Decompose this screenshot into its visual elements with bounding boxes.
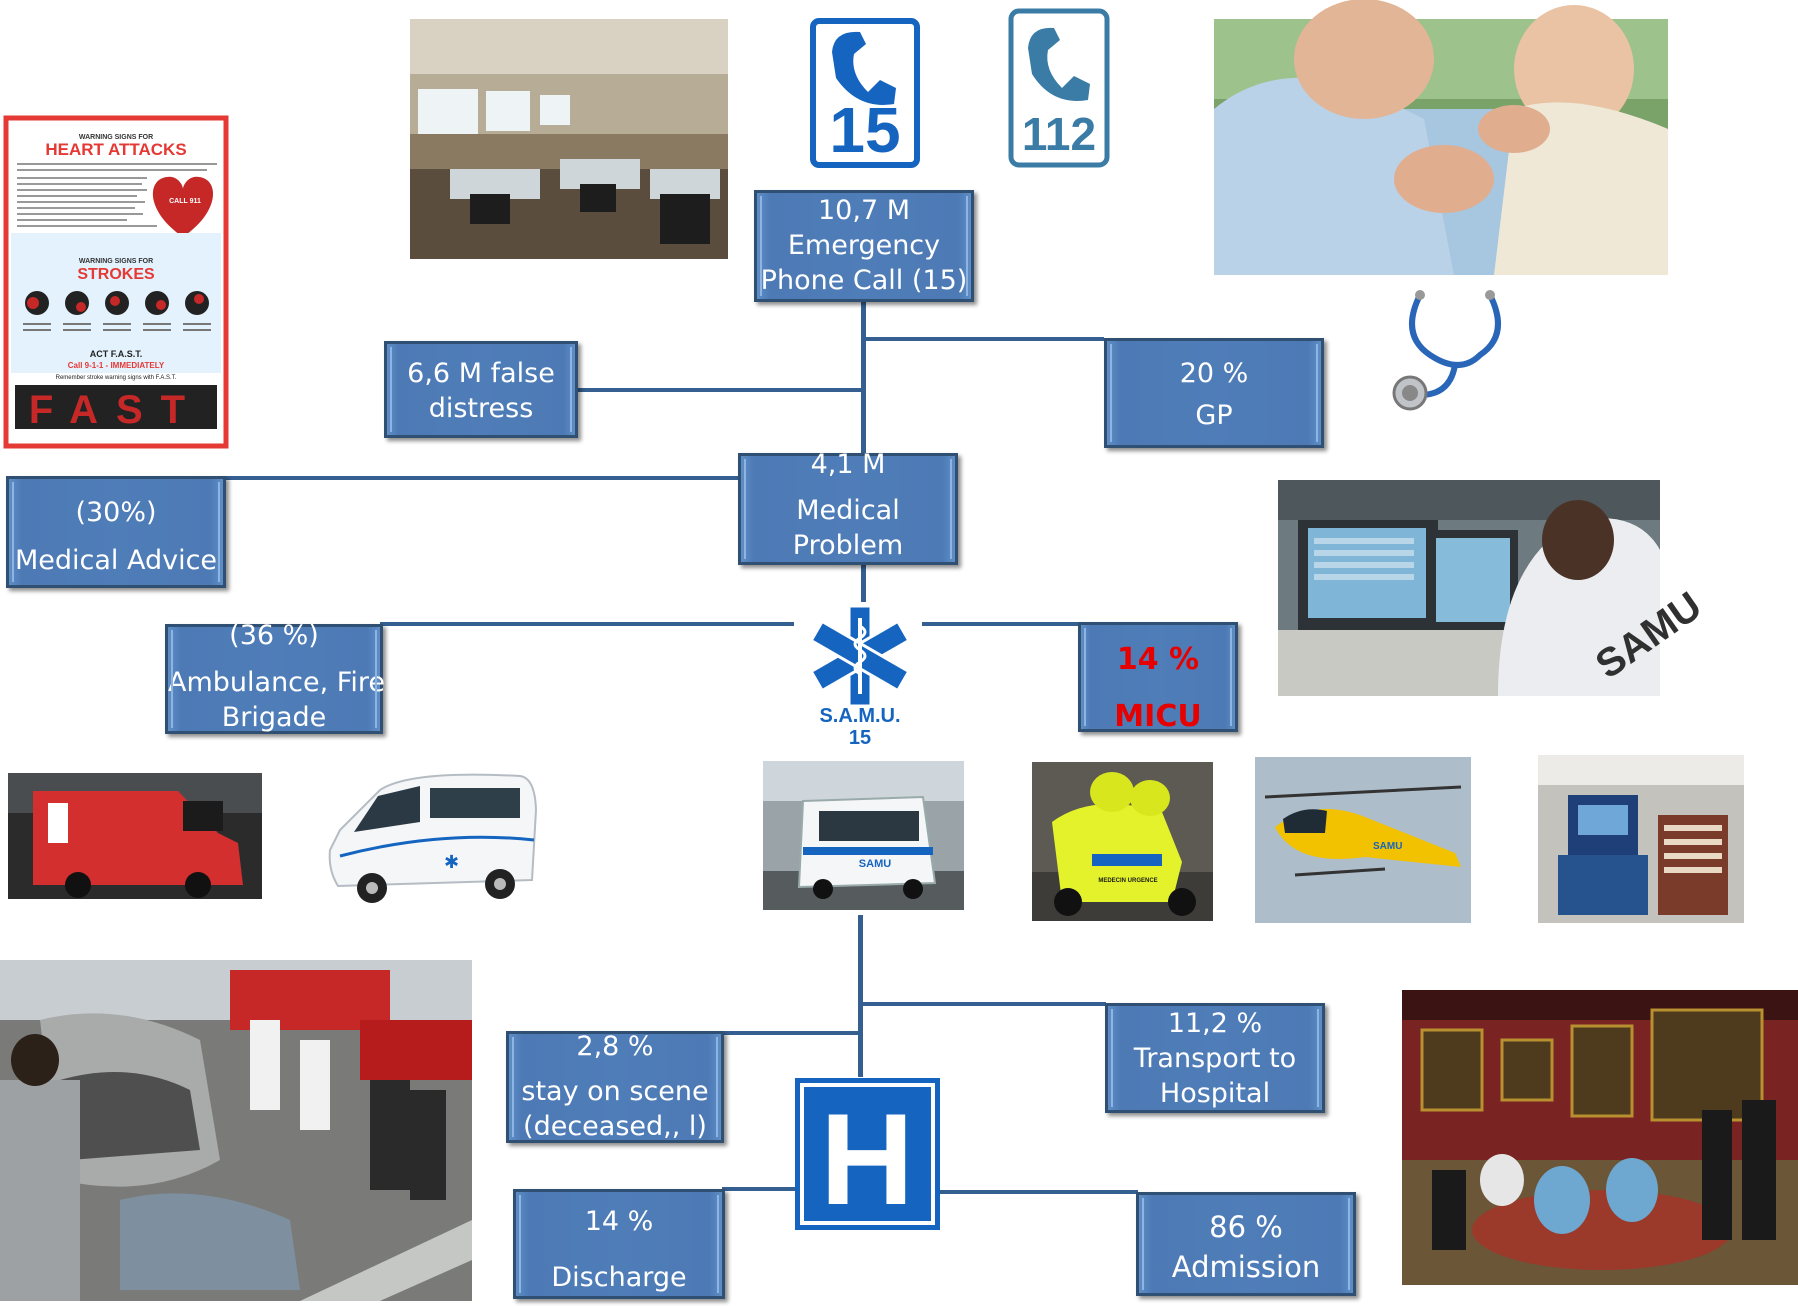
heli-text: SAMU — [1373, 841, 1402, 852]
poster-kicker-heart: WARNING SIGNS FOR — [79, 134, 153, 141]
poster-remember: Remember stroke warning signs with F.A.S… — [56, 375, 177, 381]
medical-advice-box: (30%) Medical Advice — [6, 476, 226, 588]
connector-micu — [922, 622, 1080, 626]
phone-15-digits: 15 — [829, 94, 900, 166]
false-distress-count: 6,6 M false — [407, 358, 555, 389]
phone-112-digits: 112 — [1022, 108, 1096, 160]
connector-trunk-bottom — [858, 915, 863, 1077]
gp-percent: 20 % — [1179, 358, 1249, 389]
medical-motorbike-photo: MEDECIN URGENCE — [1032, 762, 1213, 921]
ambulance-fire-label: Ambulance, Fire — [168, 667, 385, 698]
fire-brigade-truck-photo — [8, 773, 262, 899]
elderly-chest-pain-photo — [1214, 0, 1668, 275]
connector-gp — [864, 337, 1104, 341]
poster-act: ACT F.A.S.T. — [90, 349, 143, 359]
samu-van-photo: SAMU — [763, 761, 964, 910]
phone-112-logo: 112 — [1008, 8, 1110, 168]
medical-problem-label: Medical — [796, 495, 900, 526]
stay-on-scene-box: 2,8 % stay on scene (deceased,, l) — [506, 1031, 724, 1143]
admission-percent: 86 % — [1209, 1210, 1283, 1244]
admission-box: 86 % Admission — [1136, 1192, 1356, 1296]
poster-kicker-stroke: WARNING SIGNS FOR — [79, 258, 153, 265]
emergency-call-label: Emergency — [787, 230, 941, 261]
poster-title-stroke: STROKES — [77, 266, 155, 283]
stay-on-scene-label: stay on scene — [521, 1076, 709, 1107]
samu-dispatcher-photo: SAMU — [1278, 480, 1710, 696]
connector-trunk-top — [861, 261, 866, 456]
false-distress-box: 6,6 M false distress — [384, 341, 578, 438]
ambulance-fire-sublabel: Brigade — [221, 702, 327, 733]
phone-15-logo: 15 — [810, 18, 920, 168]
ambulance-star-icon: ✱ — [444, 852, 459, 873]
connector-admission — [938, 1190, 1138, 1194]
samu-van-text: SAMU — [859, 858, 891, 870]
micu-box: 14 % MICU — [1078, 622, 1238, 734]
medical-problem-count: 4,1 M — [810, 449, 886, 480]
transport-label: Transport to — [1133, 1043, 1297, 1074]
connector-discharge — [722, 1187, 797, 1191]
connector-stay-on-scene — [722, 1031, 862, 1035]
ambulance-fire-percent: (36 %) — [229, 620, 319, 651]
emergency-call-box: 10,7 M Emergency Phone Call (15) — [754, 190, 974, 302]
white-ambulance-photo: ✱ — [320, 760, 542, 910]
ambulance-fire-box: (36 %) Ambulance, Fire Brigade — [165, 620, 385, 734]
admission-label: Admission — [1171, 1250, 1321, 1284]
micu-percent: 14 % — [1116, 642, 1200, 677]
poster-fast: FAST — [29, 388, 203, 432]
museum-resuscitation-photo — [1402, 990, 1798, 1285]
moto-text: MEDECIN URGENCE — [1098, 878, 1157, 884]
discharge-box: 14 % Discharge — [513, 1189, 725, 1299]
medical-problem-box: 4,1 M Medical Problem — [738, 449, 958, 565]
micu-label: MICU — [1114, 699, 1202, 734]
poster-call: Call 9-1-1 - IMMEDIATELY — [68, 361, 165, 370]
transport-sublabel: Hospital — [1159, 1078, 1271, 1109]
connector-trunk-samu — [861, 562, 866, 602]
emergency-call-count: 10,7 M — [818, 195, 910, 226]
medical-problem-sublabel: Problem — [792, 530, 904, 561]
crash-scene-photo — [0, 960, 472, 1301]
samu-star-of-life-logo: S.A.M.U. 15 — [800, 600, 920, 750]
discharge-percent: 14 % — [584, 1206, 654, 1237]
medical-advice-label: Medical Advice — [14, 545, 218, 576]
samu-text: S.A.M.U. — [819, 705, 900, 727]
connector-ambulance — [380, 622, 794, 626]
hospital-letter: H — [820, 1086, 914, 1232]
connector-false-distress — [576, 388, 864, 392]
poster-title-heart: HEART ATTACKS — [45, 140, 186, 159]
transport-percent: 11,2 % — [1167, 1008, 1263, 1039]
poster-heart-call: CALL 911 — [169, 198, 201, 205]
transport-hospital-box: 11,2 % Transport to Hospital — [1105, 1003, 1325, 1113]
samu-helicopter-photo: SAMU — [1255, 757, 1471, 923]
discharge-label: Discharge — [551, 1262, 687, 1293]
gp-box: 20 % GP — [1104, 338, 1324, 448]
connector-medical-advice — [224, 476, 740, 480]
connector-transport — [860, 1002, 1106, 1006]
micu-interior-photo — [1538, 755, 1744, 923]
stay-on-scene-sublabel: (deceased,, l) — [523, 1111, 707, 1142]
hospital-h-logo: H — [795, 1078, 940, 1232]
stethoscope-photo — [1380, 275, 1530, 415]
samu-number: 15 — [849, 727, 871, 749]
stay-on-scene-percent: 2,8 % — [576, 1031, 654, 1062]
false-distress-label: distress — [428, 393, 534, 424]
emergency-call-sublabel: Phone Call (15) — [760, 265, 968, 296]
warning-signs-poster: WARNING SIGNS FOR HEART ATTACKS CALL 911… — [3, 115, 229, 449]
call-center-room-photo — [410, 19, 728, 259]
medical-advice-percent: (30%) — [75, 497, 157, 528]
gp-label: GP — [1195, 400, 1233, 431]
